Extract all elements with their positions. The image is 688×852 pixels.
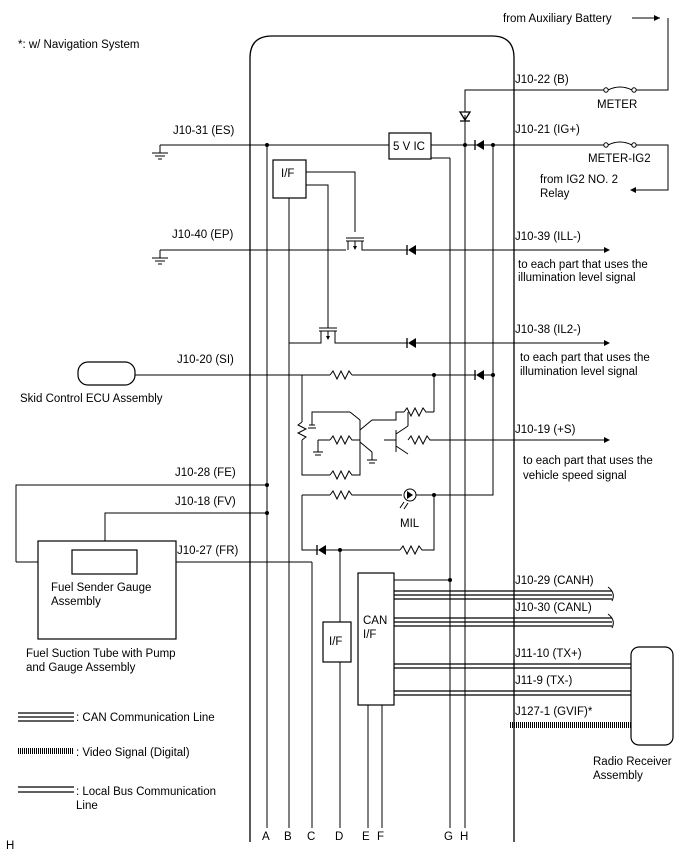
aux-battery-label: from Auxiliary Battery [503, 13, 612, 25]
terminal-j11-9: J11-9 (TX-) [515, 675, 572, 687]
speed-signal-circuit [296, 375, 604, 481]
ground-symbol-ep [152, 250, 168, 265]
transistor-il2 [289, 327, 408, 344]
terminal-j127-1: J127-1 (GVIF)* [515, 706, 593, 718]
ground-symbol-es [152, 145, 168, 160]
terminal-j10-28: J10-28 (FE) [175, 467, 236, 479]
if-top-label: I/F [281, 168, 294, 180]
terminal-j10-38: J10-38 (IL2-) [515, 324, 581, 336]
can-if-label-line2: I/F [363, 629, 376, 641]
ig-diode [476, 140, 484, 150]
fuel-tube-line1: Fuel Suction Tube with Pump [26, 648, 176, 660]
meter-outline [249, 35, 515, 842]
ill-dest1-line1: to each part that uses the [518, 259, 648, 271]
terminal-j10-20: J10-20 (SI) [177, 354, 234, 366]
meter-fuse [603, 86, 637, 93]
meter-ig2-fuse-label: METER-IG2 [588, 153, 651, 165]
terminal-j10-40: J10-40 (EP) [172, 229, 234, 241]
terminal-j10-21: J10-21 (IG+) [515, 124, 580, 136]
terminal-j10-22: J10-22 (B) [515, 74, 569, 86]
tx-plus-line [394, 663, 631, 669]
corner-label: H [6, 840, 14, 852]
ill-dest2-line2: illumination level signal [520, 366, 638, 378]
legend-local-bus-line2: Line [76, 800, 98, 812]
j10-18-wire [104, 512, 267, 550]
meter-ig2-fuse [603, 141, 637, 148]
bus-label-c: C [307, 831, 315, 843]
if-bottom-block [322, 621, 352, 663]
mil-circuit [301, 488, 436, 556]
terminal-j10-27: J10-27 (FR) [177, 545, 239, 557]
ic-5v-label: 5 V IC [393, 141, 425, 153]
legend-local-bus-line1: : Local Bus Communication [76, 786, 216, 798]
speed-dest-line1: to each part that uses the [523, 455, 653, 467]
can-l-line [394, 613, 614, 629]
can-if-label-line1: CAN [363, 615, 387, 627]
ig2-feed-wire [634, 144, 669, 191]
si-resistor [329, 369, 353, 381]
bus-label-b: B [284, 831, 292, 843]
legend-can-symbol [18, 712, 74, 722]
bus-label-f: F [377, 831, 384, 843]
legend-video-text: : Video Signal (Digital) [76, 747, 190, 759]
if-top-block [272, 159, 307, 199]
ig-to-h-wire [430, 145, 494, 496]
terminal-j10-31: J10-31 (ES) [173, 125, 235, 137]
note-text: *: w/ Navigation System [18, 39, 139, 51]
battery-feed-wire [636, 18, 669, 91]
mil-light-arrows [399, 501, 409, 510]
if-bottom-label: I/F [329, 636, 342, 648]
bus-label-a: A [262, 831, 270, 843]
ic-5v-block [388, 132, 432, 160]
fuel-sender-block [71, 549, 138, 575]
bus-label-d: D [335, 831, 343, 843]
legend-local-bus-symbol [18, 786, 74, 793]
fuel-sender-line2: Assembly [51, 596, 101, 608]
j10-22-wire [464, 89, 604, 112]
radio-receiver-line2: Assembly [593, 770, 643, 782]
terminal-j10-29: J10-29 (CANH) [515, 575, 594, 587]
bus-lines [266, 115, 466, 828]
radio-receiver-line1: Radio Receiver [593, 756, 672, 768]
fuel-sender-line1: Fuel Sender Gauge [51, 582, 151, 594]
terminal-j10-18: J10-18 (FV) [175, 496, 236, 508]
ig2-relay-label-line1: from IG2 NO. 2 [540, 174, 618, 186]
radio-receiver-block [630, 646, 674, 746]
terminal-j10-30: J10-30 (CANL) [515, 602, 592, 614]
fuel-tube-line2: and Gauge Assembly [26, 662, 136, 674]
legend-can-text: : CAN Communication Line [76, 712, 215, 724]
terminal-j11-10: J11-10 (TX+) [515, 648, 582, 660]
transistor-ill [346, 237, 408, 251]
can-h-line [394, 586, 614, 602]
meter-fuse-label: METER [597, 99, 637, 111]
video-signal-line [510, 722, 631, 728]
bus-labels: A B C D E F G H [262, 831, 468, 843]
tx-minus-line [394, 690, 631, 696]
bus-label-e: E [362, 831, 370, 843]
ill-dest1-line2: illumination level signal [518, 272, 636, 284]
bus-label-h: H [460, 831, 468, 843]
j10-38-diode [408, 338, 416, 348]
ill-dest2-line1: to each part that uses the [520, 352, 650, 364]
legend-video-symbol [18, 748, 74, 754]
terminal-j10-19: J10-19 (+S) [515, 424, 576, 436]
j10-28-wire [15, 484, 267, 562]
speed-dest-line2: vehicle speed signal [523, 470, 627, 482]
bus-label-g: G [444, 831, 453, 843]
ig2-relay-label-line2: Relay [540, 188, 570, 200]
can-if-block [357, 572, 395, 706]
mil-label: MIL [400, 518, 420, 530]
skid-ecu-label: Skid Control ECU Assembly [20, 393, 163, 405]
j10-22-diode [458, 111, 472, 122]
terminal-j10-39: J10-39 (ILL-) [515, 231, 581, 243]
j10-39-diode [408, 245, 416, 255]
skid-ecu-block [77, 361, 136, 386]
